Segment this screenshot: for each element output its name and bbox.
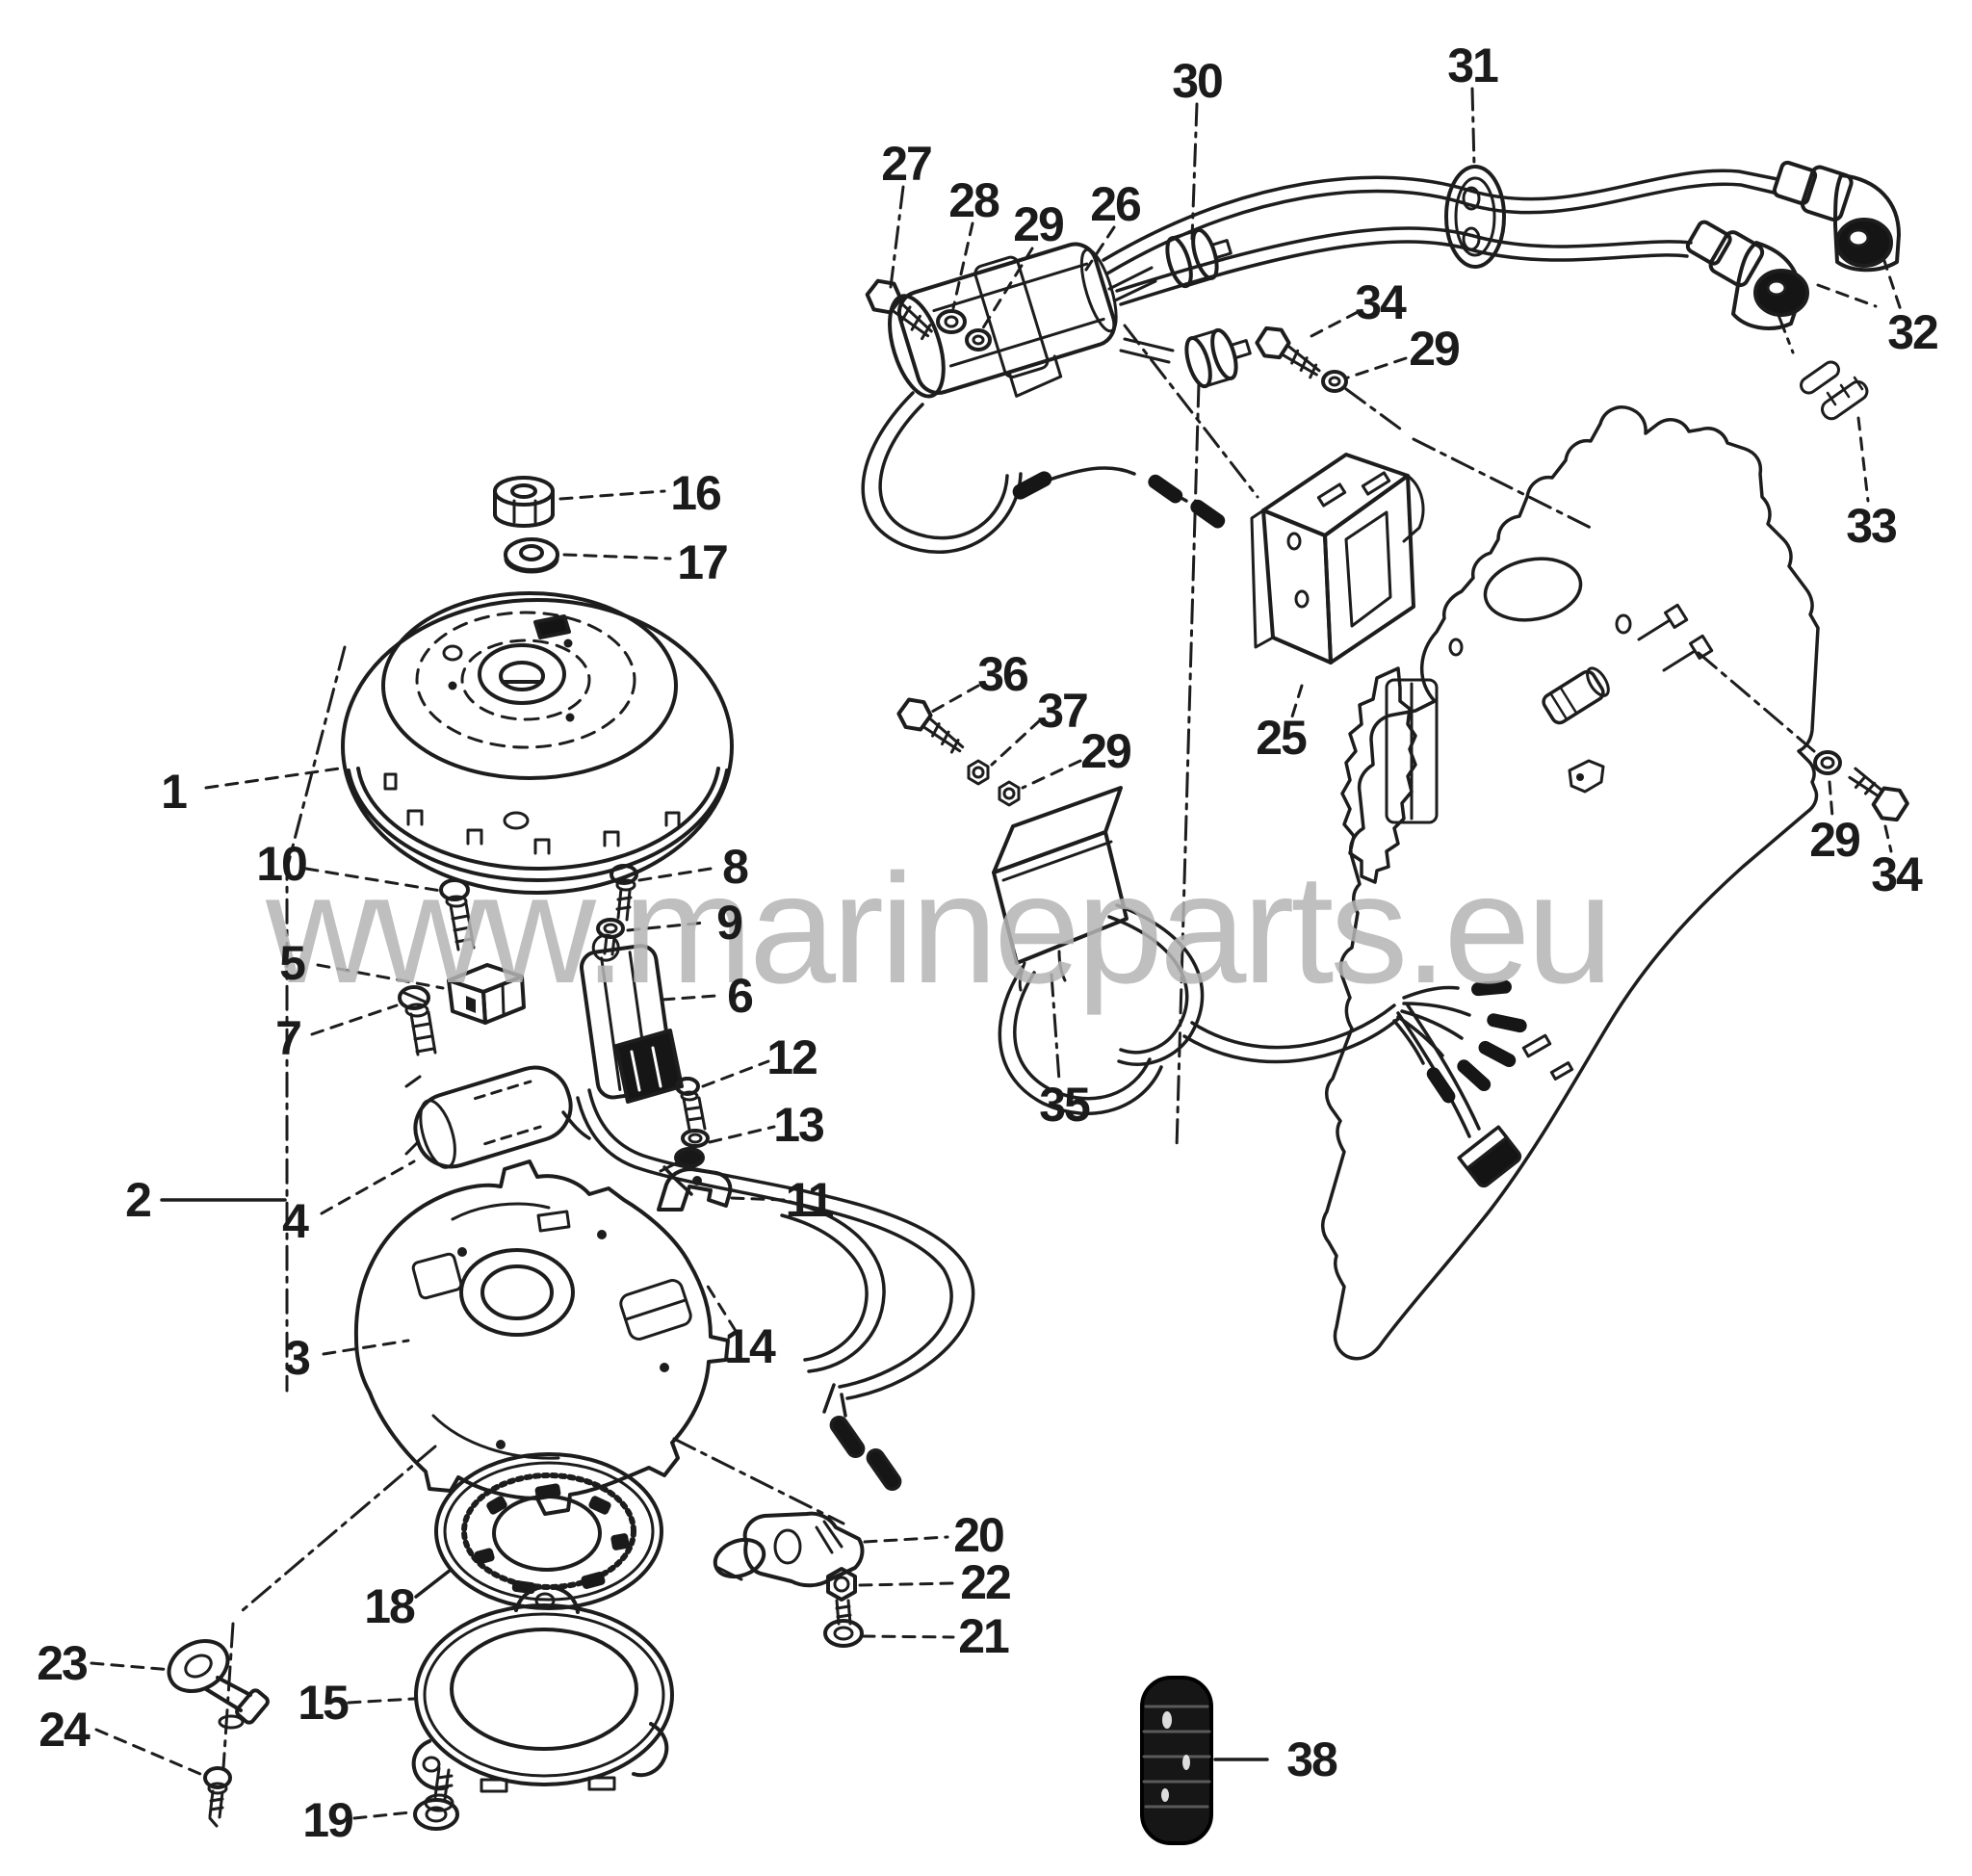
callout-36: 36: [977, 647, 1029, 701]
callout-10: 10: [256, 837, 308, 891]
screw-7-drawing: [398, 985, 437, 1056]
screw-10-drawing: [439, 878, 476, 951]
sleeve-38-drawing: [1140, 1676, 1213, 1845]
callout-31: 31: [1447, 39, 1499, 92]
callout-3: 3: [284, 1331, 311, 1385]
callout-29-b: 29: [1409, 322, 1461, 376]
ignition-coil-6-drawing: [580, 933, 684, 1104]
bracket-25-drawing: [1250, 453, 1425, 664]
callout-22: 22: [960, 1555, 1012, 1609]
bolt-34a-drawing: [1255, 326, 1321, 379]
callout-32: 32: [1887, 305, 1939, 359]
callout-29-a: 29: [1013, 197, 1065, 251]
part-5-drawing: [447, 963, 526, 1025]
callout-26: 26: [1090, 177, 1142, 231]
callout-29-c: 29: [1080, 724, 1132, 778]
nut-37-drawing: [967, 759, 990, 786]
cable-bracket-20-drawing: [713, 1511, 865, 1588]
callout-23: 23: [37, 1636, 89, 1690]
washer-13-drawing: [681, 1129, 710, 1148]
cdi-harness-drawing: [998, 903, 1527, 1188]
spark-plug-wires-drawing: [1102, 169, 1779, 306]
callout-17: 17: [677, 535, 729, 589]
callout-16: 16: [670, 466, 722, 520]
callout-1: 1: [161, 765, 188, 819]
callout-13: 13: [773, 1098, 825, 1152]
screw-12-drawing: [675, 1077, 707, 1132]
callout-35: 35: [1039, 1078, 1091, 1132]
rubber-mount-30-lower: [1184, 327, 1252, 389]
callout-34-a: 34: [1355, 275, 1407, 329]
washer-28-drawing: [936, 309, 967, 334]
spark-plug-cap-upper-drawing: [1772, 160, 1901, 273]
bolt-34b-drawing: [1848, 767, 1909, 822]
starter-housing-drawing: [411, 1584, 674, 1793]
callout-21: 21: [958, 1609, 1010, 1663]
callout-24: 24: [39, 1703, 91, 1757]
bolt-36-drawing: [896, 697, 965, 754]
callout-25: 25: [1256, 711, 1308, 765]
leader-lines: [90, 221, 1903, 1820]
spark-plug-cap-lower-drawing: [1685, 220, 1809, 330]
bolt-19-drawing: [413, 1766, 459, 1831]
callout-20: 20: [953, 1508, 1005, 1562]
callout-18: 18: [364, 1579, 416, 1633]
washer-29b-drawing: [1321, 370, 1348, 393]
bolt-21-drawing: [823, 1599, 864, 1648]
callout-7: 7: [275, 1011, 302, 1065]
terminal-33-drawing: [1800, 360, 1869, 421]
callout-34-b: 34: [1871, 847, 1923, 901]
screw-8-drawing: [610, 864, 638, 922]
callout-15: 15: [298, 1676, 350, 1730]
grommet-31-drawing: [1444, 165, 1506, 269]
stator-harness-drawing: [561, 1088, 975, 1492]
callout-19: 19: [302, 1793, 354, 1847]
bolt-24-drawing: [203, 1766, 232, 1828]
exciter-coil-drawing: [861, 227, 1252, 554]
assembly-axis-lines: [221, 308, 1816, 1770]
nut-29c-drawing: [998, 780, 1021, 807]
stator-plate-drawing: [353, 1159, 730, 1516]
callout-5: 5: [279, 936, 306, 990]
starter-claw-drawing: [167, 1639, 270, 1730]
nut-22-drawing: [826, 1567, 857, 1602]
callout-11: 11: [785, 1173, 835, 1227]
callout-37: 37: [1037, 684, 1089, 738]
callout-27: 27: [881, 137, 933, 191]
callout-14: 14: [724, 1319, 776, 1373]
leader-lines-solid: [160, 1198, 1269, 1761]
leader-lines-dashdot: [889, 87, 1476, 1082]
condenser-4-drawing: [404, 1065, 573, 1169]
callout-12: 12: [766, 1030, 818, 1084]
engine-block-drawing: [1321, 405, 1820, 1361]
callout-9: 9: [716, 896, 743, 950]
callout-28: 28: [948, 173, 1000, 227]
watermark-text: www.marineparts.eu: [266, 842, 1614, 1016]
flywheel-nut-drawing: [493, 476, 555, 528]
washer-29a-drawing: [965, 328, 992, 352]
cdi-unit-drawing: [992, 786, 1129, 992]
washer-29d-drawing: [1813, 750, 1842, 775]
callout-38: 38: [1286, 1733, 1338, 1786]
callout-2: 2: [125, 1173, 152, 1227]
starter-pulley-drawing: [434, 1452, 663, 1610]
bolt-27-drawing: [865, 278, 933, 341]
callout-6: 6: [727, 969, 754, 1023]
callout-29-d: 29: [1809, 813, 1861, 867]
callout-4: 4: [282, 1194, 309, 1248]
callout-33: 33: [1846, 499, 1898, 553]
callout-30: 30: [1172, 54, 1224, 108]
flywheel-washer-drawing: [504, 537, 559, 574]
flywheel-drawing: [341, 591, 734, 895]
callout-8: 8: [722, 840, 749, 894]
